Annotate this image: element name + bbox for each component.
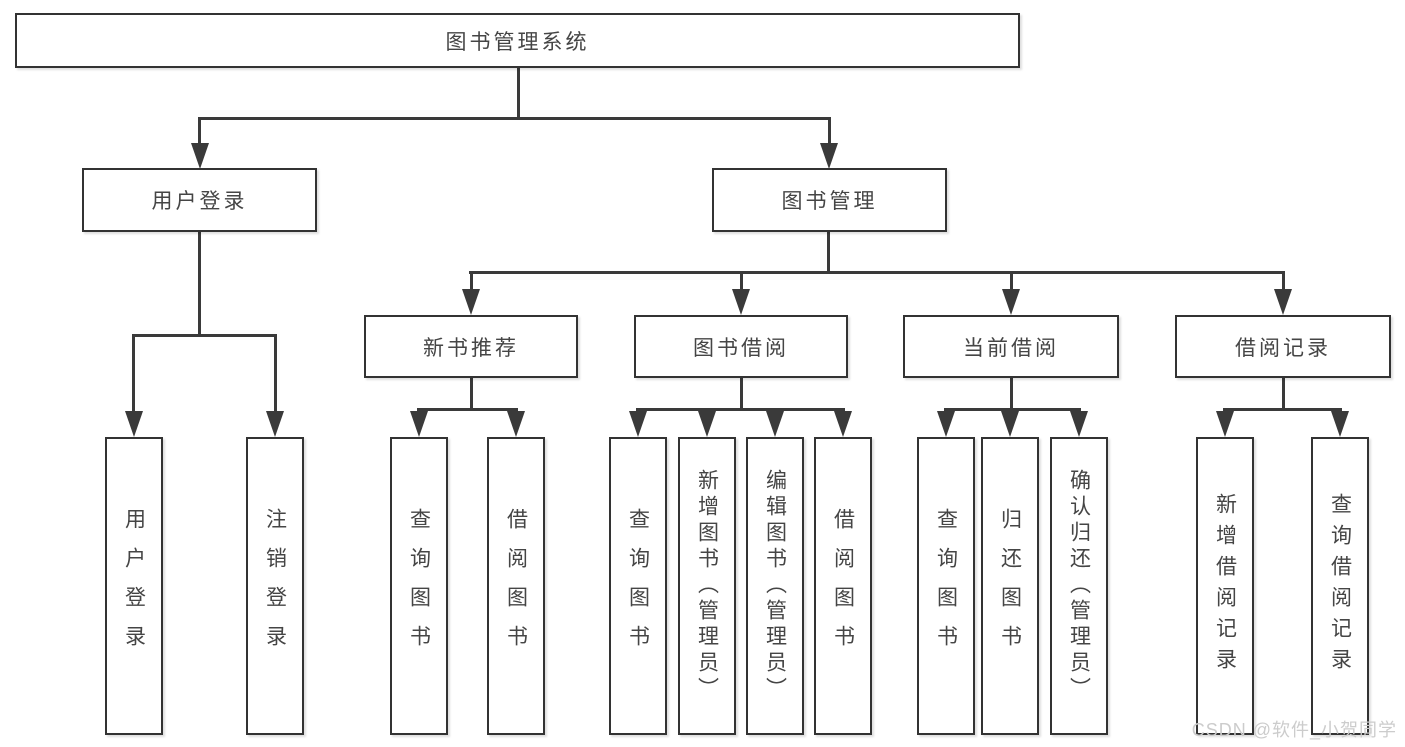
node-root-label: 图书管理系统 — [445, 30, 590, 54]
connector-bookmgmt-stub-1 — [470, 271, 473, 291]
connector-userlogin-stub-right — [274, 334, 277, 414]
arrow-to-leaf-add-record — [1216, 411, 1234, 437]
arrow-to-leaf-confirm-return — [1070, 411, 1088, 437]
connector-root-stem — [517, 68, 520, 119]
arrow-to-leaf-user-login — [125, 411, 143, 437]
arrow-to-book-borrowing — [732, 289, 750, 315]
csdn-watermark: CSDN @软件_小贺同学 — [1191, 720, 1397, 740]
leaf-borrow-books-recommend-label: 借阅图书 — [504, 508, 528, 664]
node-root-system: 图书管理系统 — [15, 13, 1020, 68]
connector-newbook-stem — [470, 377, 473, 410]
node-book-borrowing-label: 图书借阅 — [693, 336, 789, 360]
leaf-add-books-admin-label: 新增图书（管理员） — [695, 469, 719, 703]
node-book-borrowing: 图书借阅 — [634, 315, 848, 378]
leaf-borrow-books-borrowing-label: 借阅图书 — [831, 508, 855, 664]
node-current-borrowing-label: 当前借阅 — [963, 336, 1059, 360]
connector-bookmgmt-stub-2 — [740, 271, 743, 291]
leaf-return-books-label: 归还图书 — [998, 508, 1022, 664]
arrow-to-new-book-recommend — [462, 289, 480, 315]
leaf-add-borrow-record-label: 新增借阅记录 — [1213, 493, 1237, 679]
leaf-query-books-current-label: 查询图书 — [934, 508, 958, 664]
arrow-to-leaf-borrow-books-2 — [834, 411, 852, 437]
connector-borrowing-stem — [740, 377, 743, 410]
connector-records-hline — [1223, 408, 1342, 411]
node-user-login: 用户登录 — [82, 168, 317, 232]
node-new-book-recommend: 新书推荐 — [364, 315, 578, 378]
arrow-to-current-borrowing — [1002, 289, 1020, 315]
connector-bookmgmt-stem — [827, 232, 830, 274]
connector-newbook-hline — [417, 408, 518, 411]
leaf-edit-books-admin-label: 编辑图书（管理员） — [763, 469, 787, 703]
connector-bookmgmt-stub-3 — [1010, 271, 1013, 291]
leaf-borrow-books-recommend: 借阅图书 — [487, 437, 545, 735]
arrow-to-leaf-add-books — [698, 411, 716, 437]
arrow-to-book-management — [820, 143, 838, 169]
connector-records-stem — [1282, 377, 1285, 410]
connector-root-stub-right — [828, 117, 831, 147]
leaf-user-login-label: 用户登录 — [122, 508, 146, 664]
arrow-to-borrowing-records — [1274, 289, 1292, 315]
node-borrowing-records-label: 借阅记录 — [1235, 336, 1331, 360]
connector-root-stub-left — [198, 117, 201, 147]
connector-bookmgmt-hline — [469, 271, 1285, 274]
leaf-query-borrow-record-label: 查询借阅记录 — [1328, 493, 1352, 679]
node-book-management-label: 图书管理 — [781, 190, 878, 213]
leaf-confirm-return-admin-label: 确认归还（管理员） — [1067, 469, 1091, 703]
leaf-query-books-borrowing: 查询图书 — [609, 437, 667, 735]
leaf-edit-books-admin: 编辑图书（管理员） — [746, 437, 804, 735]
node-book-management: 图书管理 — [712, 168, 947, 232]
arrow-to-user-login — [191, 143, 209, 169]
leaf-add-books-admin: 新增图书（管理员） — [678, 437, 736, 735]
node-current-borrowing: 当前借阅 — [903, 315, 1119, 378]
arrow-to-leaf-borrow-books-1 — [507, 411, 525, 437]
arrow-to-leaf-query-record — [1331, 411, 1349, 437]
leaf-query-books-borrowing-label: 查询图书 — [626, 508, 650, 664]
connector-root-hline — [198, 117, 831, 120]
arrow-to-leaf-edit-books — [766, 411, 784, 437]
connector-userlogin-stem — [198, 232, 201, 337]
arrow-to-leaf-logout — [266, 411, 284, 437]
arrow-to-leaf-query-books-3 — [937, 411, 955, 437]
connector-borrowing-hline — [636, 408, 845, 411]
leaf-query-books-recommend: 查询图书 — [390, 437, 448, 735]
leaf-query-books-recommend-label: 查询图书 — [407, 508, 431, 664]
arrow-to-leaf-return-books — [1001, 411, 1019, 437]
connector-bookmgmt-stub-4 — [1282, 271, 1285, 291]
leaf-query-borrow-record: 查询借阅记录 — [1311, 437, 1369, 735]
leaf-return-books: 归还图书 — [981, 437, 1039, 735]
arrow-to-leaf-query-books-2 — [629, 411, 647, 437]
leaf-confirm-return-admin: 确认归还（管理员） — [1050, 437, 1108, 735]
arrow-to-leaf-query-books-1 — [410, 411, 428, 437]
connector-current-hline — [944, 408, 1081, 411]
node-user-login-label: 用户登录 — [151, 190, 248, 213]
node-new-book-recommend-label: 新书推荐 — [423, 336, 519, 360]
leaf-logout-login: 注销登录 — [246, 437, 304, 735]
leaf-user-login: 用户登录 — [105, 437, 163, 735]
leaf-logout-login-label: 注销登录 — [263, 508, 287, 664]
connector-userlogin-hline — [132, 334, 277, 337]
leaf-add-borrow-record: 新增借阅记录 — [1196, 437, 1254, 735]
node-borrowing-records: 借阅记录 — [1175, 315, 1391, 378]
connector-current-stem — [1010, 377, 1013, 410]
leaf-query-books-current: 查询图书 — [917, 437, 975, 735]
leaf-borrow-books-borrowing: 借阅图书 — [814, 437, 872, 735]
connector-userlogin-stub-left — [132, 334, 135, 414]
